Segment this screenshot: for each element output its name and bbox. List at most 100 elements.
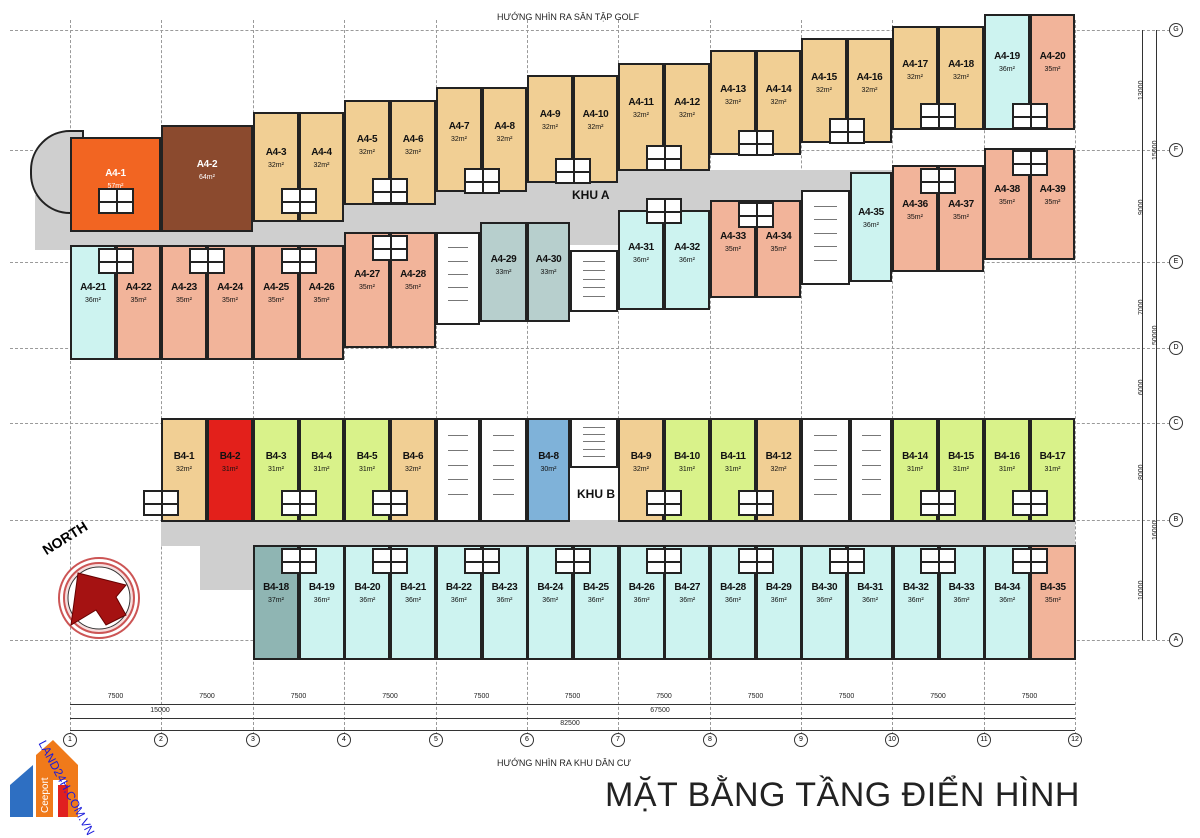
grid-line [10,348,1170,349]
stair-core [801,418,850,522]
unit-label: A4-19 [994,50,1020,62]
dimension-line [1142,30,1143,640]
unit-area: 36m² [496,596,513,604]
unit-label: A4-17 [902,59,928,71]
grid-row-marker: E [1169,255,1183,269]
unit-label: B4-23 [491,581,518,593]
unit-area: 32m² [633,466,649,474]
unit-area: 32m² [451,135,467,143]
grid-row-marker: D [1169,341,1183,355]
bathroom-pod [555,548,591,574]
grid-column-marker: 1 [63,733,77,747]
bathroom-pod [646,548,682,574]
unit-label: B4-20 [354,581,381,593]
bathroom-pod [372,490,408,516]
unit-label: B4-3 [265,451,287,463]
grid-line [70,20,71,735]
unit-area: 32m² [587,124,604,132]
unit-label: A4-2 [196,159,218,171]
unit-area: 32m² [542,124,558,132]
bathroom-pod [143,490,179,516]
unit-label: B4-27 [674,581,701,593]
unit-label: A4-9 [539,109,561,121]
unit-label: B4-5 [356,451,378,463]
unit-label: B4-29 [765,581,792,593]
unit-label: B4-8 [538,451,559,463]
bathroom-pod [646,490,682,516]
unit-label: A4-12 [674,97,700,109]
bathroom-pod [372,235,408,261]
grid-line [253,20,254,735]
unit-label: A4-33 [720,231,746,243]
unit-label: A4-5 [356,133,378,145]
unit-area: 36m² [679,257,695,264]
unit-a4-36: A4-36 35m² [892,165,938,272]
unit-label: A4-6 [402,133,424,145]
unit-b4-27: B4-27 36m² [664,545,711,660]
unit-label: B4-24 [537,581,564,593]
corridor [161,520,1075,546]
unit-label: A4-36 [902,199,928,211]
unit-label: B4-25 [583,581,609,593]
unit-area: 35m² [130,296,147,304]
unit-area: 35m² [907,214,923,222]
dimension-subtotal-right: 67500 [650,707,670,714]
unit-area: 36m² [725,596,741,604]
bathroom-pod [1012,150,1048,176]
unit-area: 36m² [359,596,376,604]
bathroom-pod [646,198,682,224]
unit-area: 36m² [633,257,649,264]
unit-area: 31m² [999,466,1015,474]
elevator-core [570,250,618,312]
dimension-bay: 7500 [107,693,124,700]
bathroom-pod [920,168,956,194]
unit-area: 31m² [222,466,238,474]
top-view-label: HƯỚNG NHÌN RA SÂN TẬP GOLF [497,12,640,22]
unit-area: 36m² [999,65,1015,73]
unit-label: A4-26 [308,281,335,293]
unit-area: 57m² [107,182,124,190]
unit-area: 32m² [313,162,330,169]
grid-line [344,20,345,735]
unit-area: 32m² [496,135,513,143]
grid-column-marker: 4 [337,733,351,747]
dimension-line [70,730,1075,731]
grid-row-marker: C [1169,416,1183,430]
unit-area: 31m² [313,466,330,474]
dimension-vertical: 16000 [1152,520,1159,540]
unit-area: 36m² [862,596,879,604]
unit-label: A4-39 [1039,183,1066,195]
grid-column-marker: 12 [1068,733,1082,747]
zone-b-label: KHU B [577,487,615,501]
unit-area: 36m² [679,596,696,604]
unit-area: 32m² [633,112,649,120]
unit-area: 32m² [907,74,923,82]
unit-label: A4-11 [628,97,654,109]
unit-label: A4-20 [1039,50,1066,62]
grid-column-marker: 11 [977,733,991,747]
dimension-vertical: 15000 [1152,140,1159,160]
dimension-vertical: 7000 [1138,299,1145,315]
unit-label: A4-21 [80,281,106,293]
unit-area: 36m² [450,596,467,604]
dimension-bay: 7500 [656,693,672,700]
bathroom-pod [464,168,500,194]
dimension-line [70,718,1075,719]
unit-label: B4-32 [902,581,929,593]
unit-label: B4-30 [811,581,838,593]
unit-label: B4-12 [765,451,792,463]
unit-label: A4-13 [720,83,746,95]
dimension-subtotal-left: 15000 [150,707,170,714]
unit-label: B4-22 [445,581,472,593]
stair-core [436,418,480,522]
unit-label: A4-28 [400,268,426,280]
